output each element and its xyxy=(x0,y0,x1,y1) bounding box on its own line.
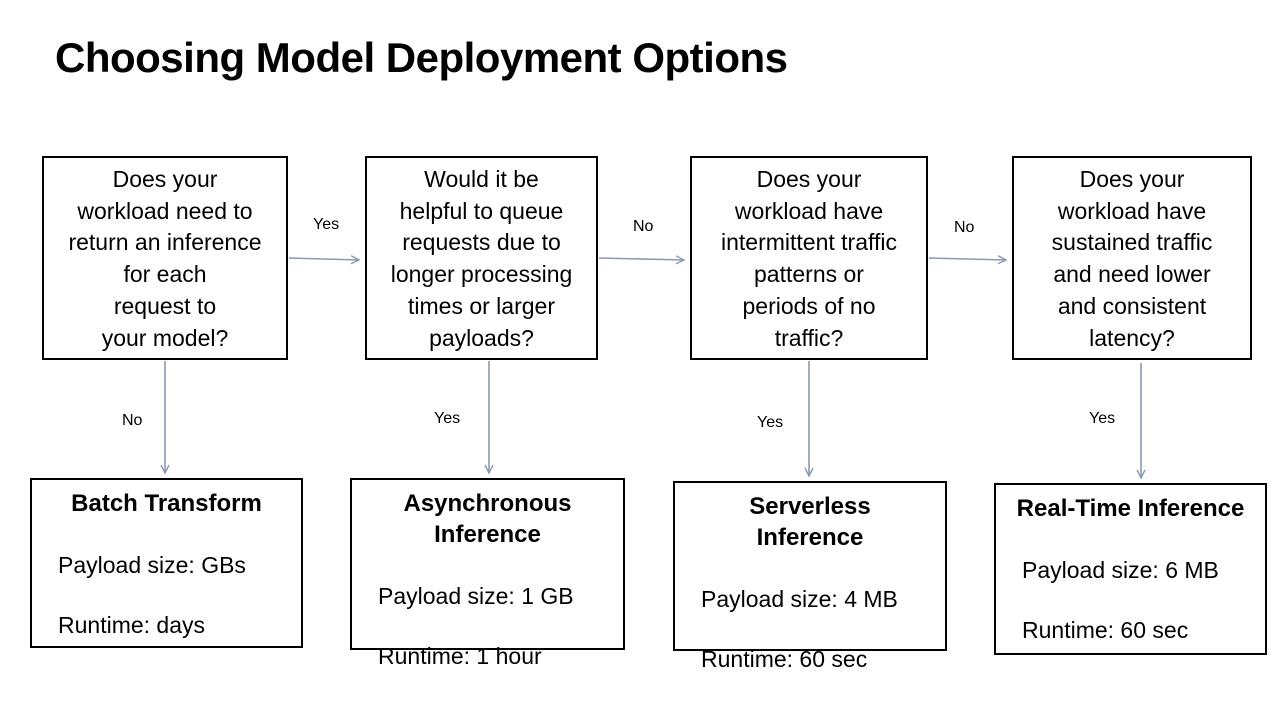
edge-label-no-q3-q4: No xyxy=(954,219,975,236)
option-payload: Payload size: GBs xyxy=(58,551,246,578)
arrow-q1-to-q2 xyxy=(288,255,361,265)
question-box-inference-per-request: Does your workload need to return an inf… xyxy=(42,156,288,360)
option-runtime: Runtime: 60 sec xyxy=(701,646,868,673)
question-box-sustained-traffic: Does your workload have sustained traffi… xyxy=(1012,156,1252,360)
edge-label-no-q1-down: No xyxy=(122,412,143,429)
page-title: Choosing Model Deployment Options xyxy=(55,34,788,81)
option-runtime: Runtime: days xyxy=(58,612,206,639)
option-box-serverless-inference: Serverless Inference Payload size: 4 MB … xyxy=(673,481,947,672)
option-title: Serverless Inference xyxy=(749,493,871,552)
option-title: Asynchronous Inference xyxy=(403,490,572,549)
option-payload: Payload size: 6 MB xyxy=(1022,556,1219,583)
option-details: Payload size: 4 MB Runtime: 60 sec xyxy=(675,553,945,674)
arrow-q3-to-q4 xyxy=(928,255,1008,265)
option-box-asynchronous-inference: Asynchronous Inference Payload size: 1 G… xyxy=(350,478,625,669)
option-box-real-time-inference: Real-Time Inference Payload size: 6 MB R… xyxy=(994,483,1267,655)
edge-label-yes-q1-q2: Yes xyxy=(313,216,340,233)
edge-label-yes-q3-down: Yes xyxy=(757,414,784,431)
option-payload: Payload size: 4 MB xyxy=(701,585,898,612)
option-details: Payload size: 6 MB Runtime: 60 sec xyxy=(996,524,1265,645)
option-details: Payload size: 1 GB Runtime: 1 hour xyxy=(352,550,623,671)
option-details: Payload size: GBs Runtime: days xyxy=(32,519,301,640)
option-payload: Payload size: 1 GB xyxy=(378,582,574,609)
option-title: Batch Transform xyxy=(71,490,262,517)
arrow-q2-to-q3 xyxy=(598,255,686,265)
edge-label-no-q2-q3: No xyxy=(633,218,654,235)
option-runtime: Runtime: 60 sec xyxy=(1022,617,1189,644)
question-box-queue-requests: Would it be helpful to queue requests du… xyxy=(365,156,598,360)
option-box-batch-transform: Batch Transform Payload size: GBs Runtim… xyxy=(30,478,303,648)
edge-label-yes-q2-down: Yes xyxy=(434,410,461,427)
option-title: Real-Time Inference xyxy=(1016,495,1245,522)
option-runtime: Runtime: 1 hour xyxy=(378,643,542,670)
edge-label-yes-q4-down: Yes xyxy=(1089,410,1116,427)
question-box-intermittent-traffic: Does your workload have intermittent tra… xyxy=(690,156,928,360)
